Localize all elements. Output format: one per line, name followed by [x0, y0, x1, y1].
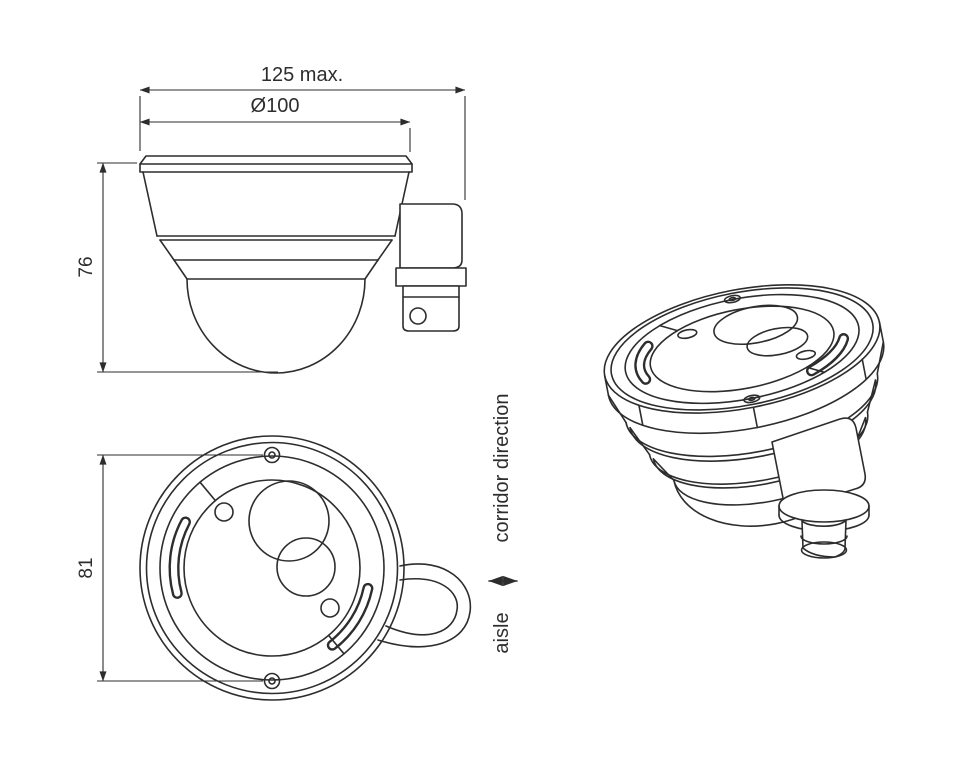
- isometric-plate: [593, 264, 890, 434]
- dimension-mount-spacing: 81: [76, 455, 263, 681]
- side-bracket-box: [400, 204, 462, 268]
- bottom-plate: [140, 436, 404, 700]
- side-body-ring-1: [157, 236, 395, 240]
- iso-ring-1: [626, 374, 888, 476]
- side-body-upper-walls: [143, 172, 409, 236]
- extension-lines: [97, 455, 263, 681]
- side-body-mid-walls: [160, 240, 392, 260]
- side-bracket-foot: [403, 286, 459, 331]
- corridor-direction-label: corridor direction: [491, 394, 513, 543]
- strap-loop-outer: [378, 564, 470, 647]
- dimension-label-head-diameter: Ø100: [251, 95, 300, 117]
- side-view: [140, 156, 466, 373]
- isometric-view: [593, 264, 913, 558]
- extension-lines: [97, 163, 278, 372]
- iso-bracket-pipe-ring: [801, 536, 847, 544]
- iso-bracket-pipe: [802, 520, 846, 557]
- dimension-label-mount-spacing: 81: [76, 557, 97, 578]
- side-body-lower-walls: [174, 260, 378, 279]
- dimension-head-diameter: Ø100: [139, 95, 410, 152]
- iso-rim-edges: [605, 322, 884, 395]
- side-bracket-knockout: [410, 308, 426, 324]
- side-bracket-collar: [396, 268, 466, 286]
- dimension-label-height: 76: [76, 256, 97, 277]
- dimension-height: 76: [76, 163, 278, 372]
- direction-annotation: corridor direction aisle: [489, 394, 517, 654]
- iso-bracket-flange-sides: [779, 506, 869, 515]
- extension-lines: [140, 96, 465, 200]
- dimension-overall-width: 125 max.: [140, 64, 465, 200]
- side-dome: [187, 279, 365, 373]
- iso-body-upper-walls: [608, 342, 889, 425]
- isometric-bracket: [772, 418, 869, 558]
- aisle-label: aisle: [491, 612, 513, 653]
- iso-ring-1b: [630, 380, 886, 480]
- iso-bracket-flange-top: [779, 490, 869, 522]
- iso-bracket-pipe-mouth: [802, 542, 847, 558]
- iso-ring-2: [650, 412, 877, 500]
- strap-loop-inner: [386, 579, 457, 635]
- iso-rim-clamp-ticks: [638, 359, 871, 449]
- iso-body-mid-walls: [630, 380, 881, 457]
- dimension-label-overall-width: 125 max.: [261, 64, 343, 86]
- bottom-view: [140, 436, 470, 700]
